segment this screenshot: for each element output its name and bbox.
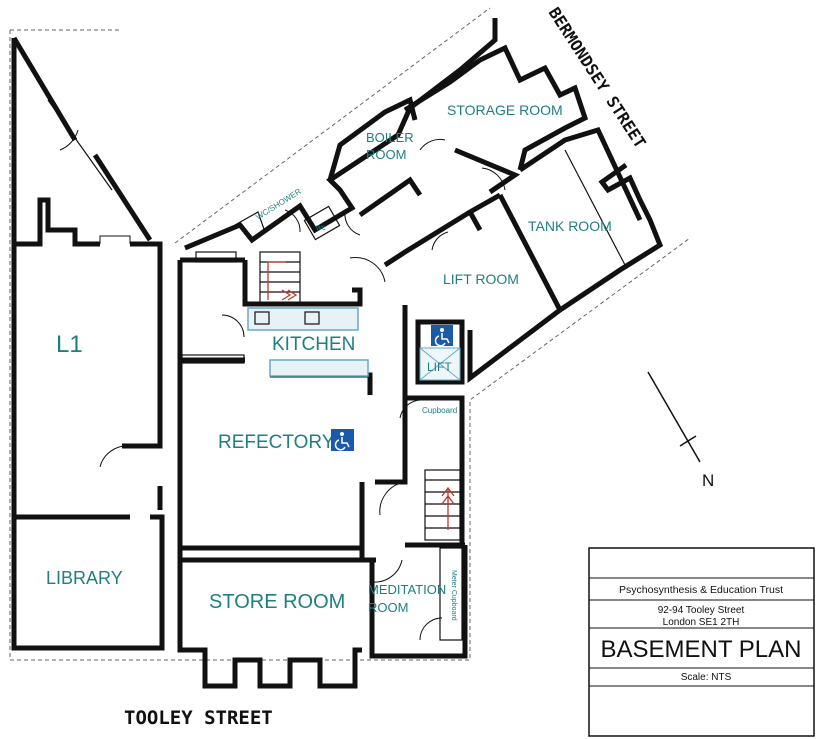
- street-label-tooley: TOOLEY STREET: [124, 707, 273, 729]
- room-label-meditation-1: MEDITATION: [368, 582, 446, 597]
- lift-shaft: LIFT: [419, 347, 461, 381]
- refectory-walls: [177, 251, 408, 563]
- title-block: Psychosynthesis & Education Trust 92-94 …: [588, 547, 815, 737]
- room-label-boiler-1: BOILER: [366, 130, 414, 145]
- plan-scale: Scale: NTS: [681, 672, 732, 683]
- room-label-library: LIBRARY: [46, 568, 123, 588]
- room-label-wc-shower: WC/SHOWER: [254, 187, 303, 222]
- east-wing-walls: [184, 18, 664, 384]
- kitchen-fixtures: [247, 307, 369, 377]
- room-label-wc: wc: [315, 223, 326, 232]
- north-arrow-icon: [647, 371, 701, 463]
- room-label-lift-room: LIFT ROOM: [443, 271, 519, 287]
- room-label-lift: LIFT: [427, 360, 452, 374]
- room-label-tank-room: TANK ROOM: [528, 218, 612, 234]
- room-label-l1: L1: [56, 331, 83, 358]
- room-label-boiler-2: ROOM: [366, 147, 406, 162]
- l1-walls: [11, 36, 165, 651]
- wheelchair-accessible-icon: [431, 325, 453, 347]
- stairs-icon: [259, 251, 301, 305]
- room-label-cupboard: Cupboard: [422, 406, 457, 415]
- north-label: N: [702, 471, 714, 490]
- title-organisation: Psychosynthesis & Education Trust: [619, 584, 783, 596]
- room-label-store-room: STORE ROOM: [209, 591, 345, 613]
- site-boundary: [9, 7, 691, 661]
- room-label-meditation-2: ROOM: [368, 600, 408, 615]
- meditation-room-walls: [369, 542, 468, 659]
- wheelchair-accessible-icon: [331, 429, 354, 451]
- room-label-refectory: REFECTORY: [218, 432, 335, 453]
- plan-title: BASEMENT PLAN: [601, 636, 802, 663]
- lift-walls: [399, 319, 465, 545]
- room-label-meter-cupboard: Meter Cupboard: [450, 570, 457, 621]
- room-label-storage-room: STORAGE ROOM: [447, 102, 563, 118]
- title-address-line2: London SE1 2TH: [663, 617, 740, 628]
- room-label-kitchen: KITCHEN: [272, 334, 355, 355]
- store-room-walls: [177, 547, 362, 689]
- title-address-line1: 92-94 Tooley Street: [658, 605, 745, 616]
